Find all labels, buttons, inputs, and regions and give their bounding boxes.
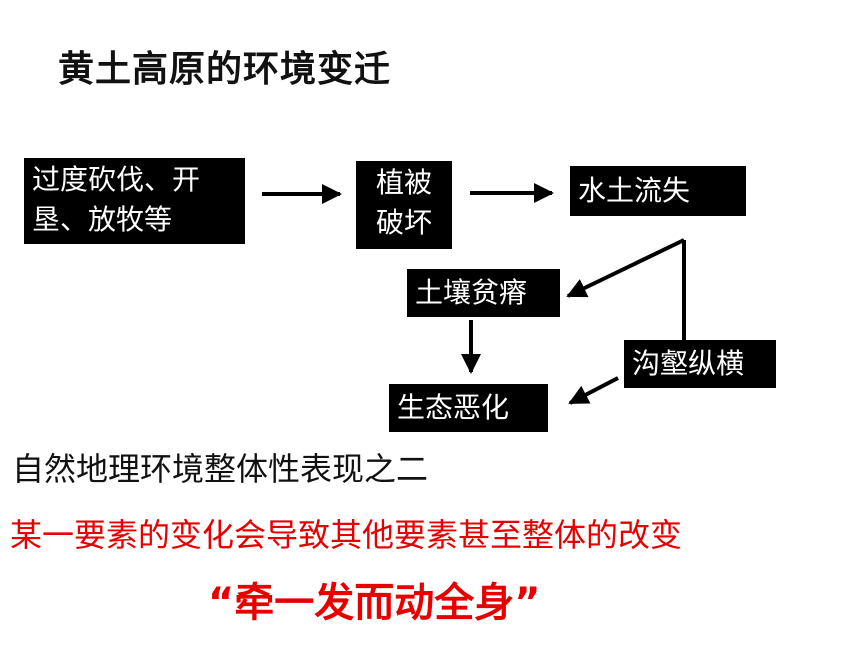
text-change: 某一要素的变化会导致其他要素甚至整体的改变 (10, 516, 683, 554)
box-vegetation-line2: 破坏 (375, 206, 432, 239)
box-gullies: 沟壑纵横 (624, 340, 776, 388)
box-vegetation-damage: 植被 破坏 (356, 161, 452, 249)
arrow-b3-b4 (566, 238, 685, 298)
box-overcutting-line1: 过度砍伐、开 (32, 163, 201, 196)
arrow-b5-b6 (568, 376, 619, 405)
text-integrity: 自然地理环境整体性表现之二 (12, 450, 429, 488)
box-overcutting: 过度砍伐、开 垦、放牧等 (24, 158, 245, 244)
page-title: 黄土高原的环境变迁 (58, 49, 392, 90)
box-vegetation-line1: 植被 (375, 166, 432, 199)
text-slogan: “牵一发而动全身” (208, 580, 541, 626)
box-soil-erosion: 水土流失 (570, 166, 746, 216)
box-ecology-deterioration: 生态恶化 (389, 384, 548, 432)
box-soil-infertility: 土壤贫瘠 (407, 269, 560, 317)
box-overcutting-line2: 垦、放牧等 (32, 203, 173, 236)
